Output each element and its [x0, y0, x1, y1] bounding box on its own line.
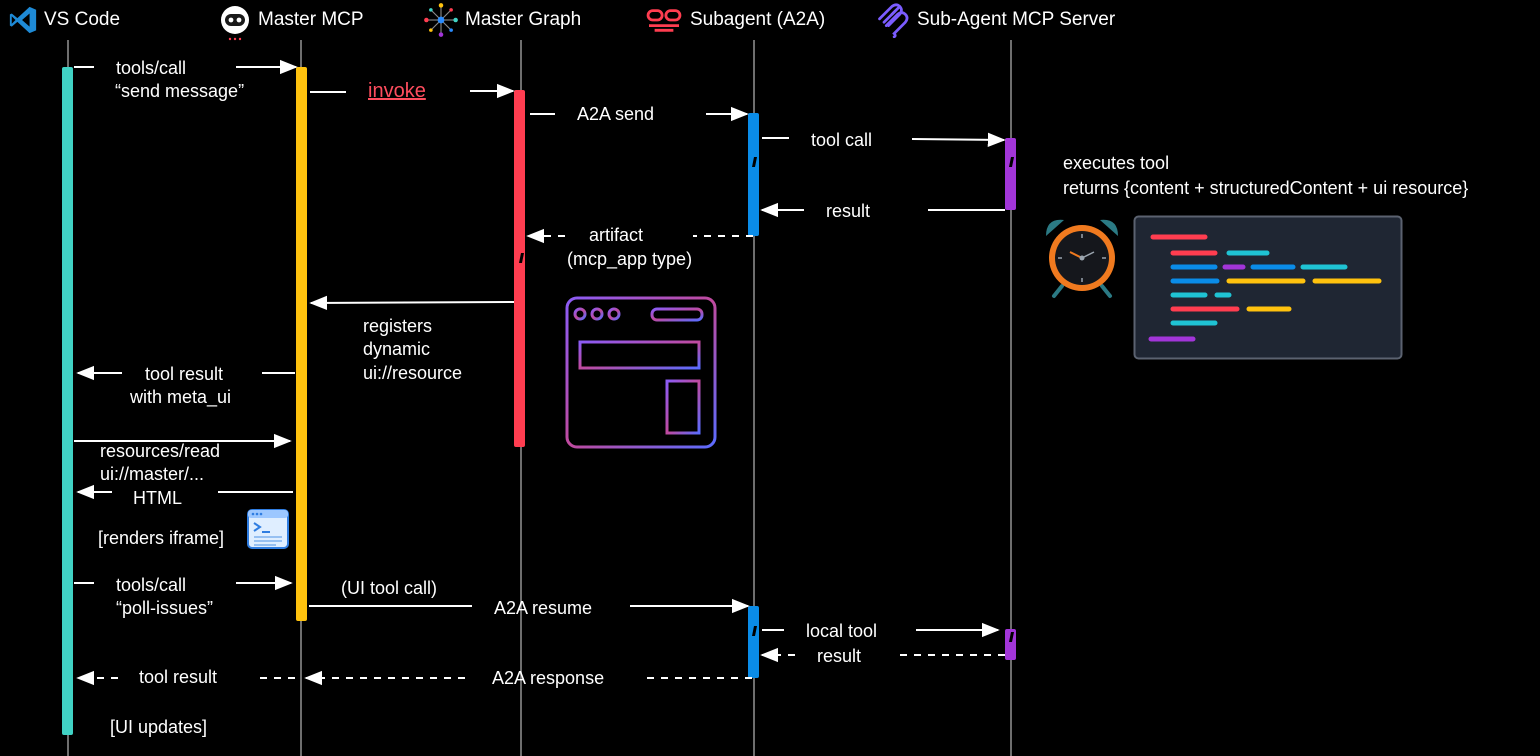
participant-label: Sub-Agent MCP Server	[917, 9, 1116, 30]
browser-window-icon	[565, 296, 717, 449]
participant-label: VS Code	[44, 9, 121, 30]
msg-a2a-resume: A2A resume	[494, 598, 593, 618]
msg-ui-master: ui://master/...	[100, 464, 205, 484]
terminal-window-icon	[247, 509, 289, 549]
msg-tool-result-final: tool result	[139, 667, 218, 687]
note-returns: returns {content + structuredContent + u…	[1063, 178, 1469, 198]
robot-icon	[221, 6, 249, 41]
graph-nodes-icon	[424, 3, 458, 37]
msg-tool-call: tool call	[811, 130, 873, 150]
participant-label: Master Graph	[465, 9, 582, 30]
participant-subagent-mcp: Sub-Agent MCP Server	[875, 3, 1116, 38]
msg-local-result: result	[817, 646, 862, 666]
msg-with-meta-ui: with meta_ui	[130, 387, 232, 407]
activation-master-graph	[514, 90, 525, 447]
participant-master-mcp: Master MCP	[218, 6, 364, 41]
msg-a2a-send: A2A send	[577, 104, 655, 124]
arrow-registers	[309, 295, 515, 311]
msg-tools-call: tools/call	[116, 58, 187, 78]
msg-resources-read: resources/read	[100, 441, 221, 461]
msg-dynamic: dynamic	[363, 339, 431, 359]
msg-ui-resource: ui://resource	[363, 363, 463, 383]
agent-link-icon	[646, 9, 682, 32]
msg-send-message: “send message”	[115, 81, 245, 101]
activation-master-mcp	[296, 67, 307, 621]
msg-mcp-app-type: (mcp_app type)	[567, 249, 693, 269]
activation-subagent-mcp-1	[1005, 138, 1016, 210]
msg-a2a-response: A2A response	[492, 668, 605, 688]
participant-subagent: Subagent (A2A)	[644, 6, 825, 34]
activation-vscode	[62, 67, 73, 735]
participant-vscode: VS Code	[8, 6, 120, 34]
vscode-logo-icon	[9, 6, 37, 34]
code-editor-icon	[1133, 215, 1403, 360]
mcp-server-icon	[878, 3, 909, 38]
activation-subagent-2	[748, 606, 759, 678]
msg-invoke: invoke	[368, 80, 426, 102]
activation-subagent-mcp-2	[1005, 629, 1016, 660]
participant-label: Subagent (A2A)	[690, 9, 826, 30]
msg-tool-result: tool result	[145, 364, 224, 384]
msg-ui-tool-call: (UI tool call)	[341, 578, 438, 598]
msg-result: result	[826, 201, 871, 221]
alarm-clock-icon	[1046, 219, 1118, 298]
lifeline-subagent	[753, 40, 755, 756]
note-executes-tool: executes tool	[1063, 153, 1170, 173]
msg-artifact: artifact	[589, 225, 644, 245]
participant-master-graph: Master Graph	[423, 3, 582, 37]
msg-html: HTML	[133, 488, 182, 508]
note-ui-updates: [UI updates]	[110, 717, 208, 737]
msg-tools-call-2: tools/call	[116, 575, 187, 595]
msg-registers: registers	[363, 316, 433, 336]
note-renders-iframe: [renders iframe]	[98, 528, 225, 548]
participant-label: Master MCP	[258, 9, 364, 30]
lifeline-subagent-mcp	[1010, 40, 1012, 756]
msg-poll-issues: “poll-issues”	[116, 598, 214, 618]
msg-local-tool: local tool	[806, 621, 878, 641]
activation-subagent-1	[748, 113, 759, 236]
